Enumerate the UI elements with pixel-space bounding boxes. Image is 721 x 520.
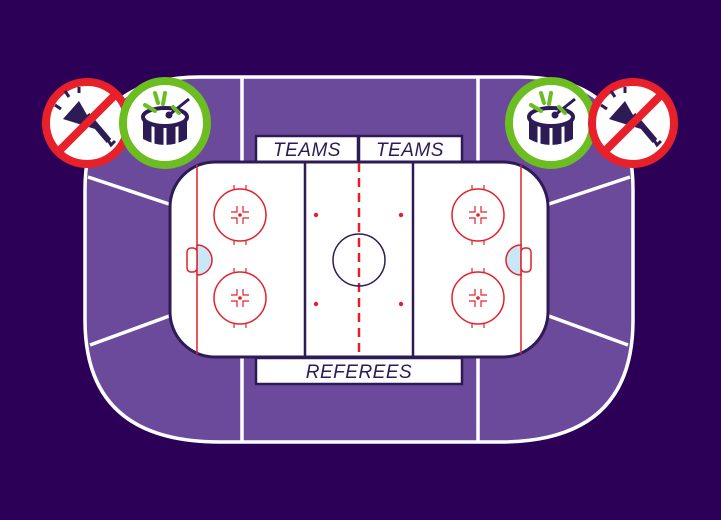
- goal-left: [186, 247, 198, 273]
- referee-box-label: REFEREES: [306, 362, 412, 383]
- faceoff-circles: [213, 185, 505, 328]
- goal-crease-right: [505, 244, 522, 276]
- team-bench-left: TEAMS: [254, 134, 360, 164]
- drum-icon: [505, 77, 597, 169]
- faceoff-circle: [213, 268, 267, 328]
- faceoff-circle: [213, 185, 267, 245]
- referee-box: REFEREES: [254, 356, 464, 386]
- team-bench-right-label: TEAMS: [376, 140, 444, 161]
- faceoff-circle: [451, 185, 505, 245]
- goal-crease-left: [196, 244, 213, 276]
- no-air-horn-icon: [588, 78, 678, 168]
- no-air-horn-icon: [42, 78, 132, 168]
- faceoff-dots: [313, 212, 404, 307]
- faceoff-circle: [451, 268, 505, 328]
- team-bench-right: TEAMS: [357, 134, 464, 164]
- team-bench-left-label: TEAMS: [273, 140, 341, 161]
- center-circle: [332, 233, 386, 287]
- ice-rink: [168, 160, 550, 359]
- goal-right: [520, 247, 532, 273]
- drum-icon: [119, 77, 211, 169]
